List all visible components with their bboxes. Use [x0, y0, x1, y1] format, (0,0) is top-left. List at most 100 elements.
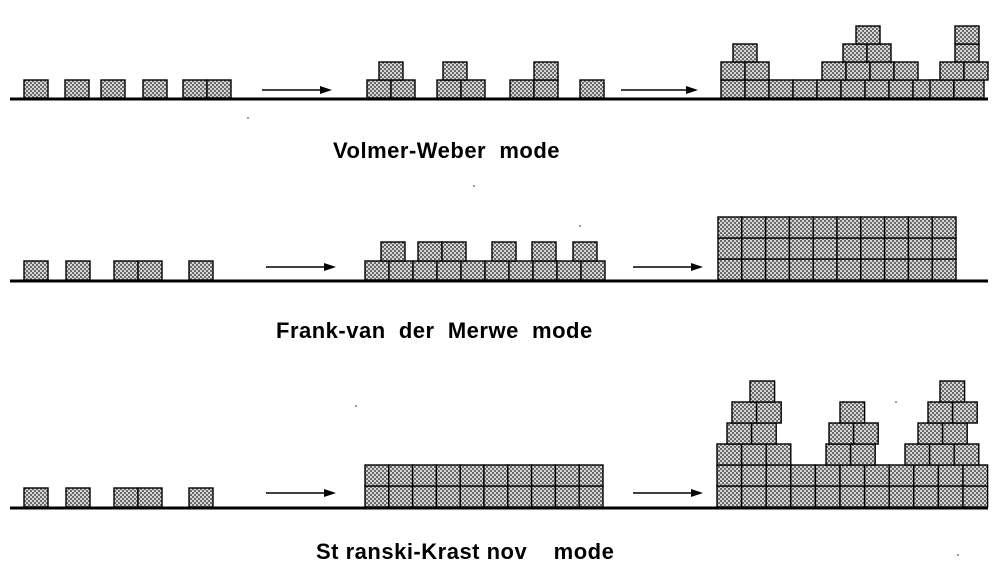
atom-block — [206, 79, 232, 99]
atom-block — [740, 443, 767, 466]
mode-label-stranski-krastanov: St ranski-Krast nov mode — [316, 539, 614, 564]
atom-block — [765, 485, 792, 508]
stage-1-adatoms — [23, 260, 214, 281]
atom-block — [842, 43, 868, 63]
atom-block — [812, 237, 838, 260]
atom-block — [741, 258, 767, 281]
atom-block — [380, 241, 406, 262]
atom-block — [388, 464, 414, 487]
atom-block — [907, 216, 933, 239]
atom-block — [939, 61, 965, 81]
atom-block — [716, 485, 743, 508]
atom-block — [788, 258, 814, 281]
atom-block — [962, 464, 989, 487]
stage-2-monolayer — [364, 241, 606, 281]
atom-block — [939, 380, 966, 403]
mode-label-frank-van-der-merwe: Frank-van der Merwe mode — [276, 318, 593, 343]
atom-block — [572, 241, 598, 262]
atom-block — [937, 485, 964, 508]
atom-block — [864, 79, 890, 99]
atom-block — [917, 422, 944, 445]
atom-block — [962, 485, 989, 508]
atom-block — [954, 43, 980, 63]
atom-block — [937, 464, 964, 487]
atom-block — [788, 237, 814, 260]
atom-block — [765, 443, 792, 466]
atom-block — [509, 79, 535, 99]
atom-block — [137, 487, 163, 508]
atom-block — [436, 79, 462, 99]
atom-block — [860, 237, 886, 260]
atom-block — [744, 61, 770, 81]
atom-block — [378, 61, 404, 81]
atom-block — [366, 79, 392, 99]
stranski-krastanov-row: St ranski-Krast nov mode — [10, 380, 989, 564]
stage-3-layers — [717, 216, 957, 281]
arrow — [633, 489, 703, 497]
atom-block — [65, 487, 91, 508]
atom-block — [717, 258, 743, 281]
atom-block — [100, 79, 126, 99]
atom-block — [836, 237, 862, 260]
atom-block — [23, 487, 49, 508]
atom-block — [142, 79, 168, 99]
atom-block — [904, 443, 931, 466]
arrow — [621, 86, 698, 94]
atom-block — [435, 464, 461, 487]
atom-block — [744, 79, 770, 99]
atom-block — [845, 61, 871, 81]
atom-block — [849, 443, 876, 466]
atom-block — [953, 443, 980, 466]
atom-block — [883, 216, 910, 239]
atom-block — [484, 260, 510, 281]
atom-block — [717, 237, 743, 260]
atom-block — [441, 241, 467, 262]
atom-block — [954, 25, 980, 45]
atom-block — [530, 485, 557, 508]
arrow — [262, 86, 332, 94]
atom-block — [364, 260, 390, 281]
atom-block — [814, 485, 841, 508]
atom-block — [883, 237, 910, 260]
atom-block — [814, 464, 841, 487]
atom-block — [840, 79, 866, 99]
atom-block — [764, 237, 791, 260]
frank-van-der-merwe-row: Frank-van der Merwe mode — [10, 216, 988, 343]
atom-block — [720, 61, 746, 81]
atom-block — [888, 464, 915, 487]
atom-block — [459, 485, 485, 508]
atom-block — [530, 464, 557, 487]
volmer-weber-row: Volmer-Weber mode — [10, 25, 989, 163]
atom-block — [888, 79, 914, 99]
atom-block — [929, 79, 955, 99]
atom-block — [953, 79, 985, 99]
stage-1-adatoms — [23, 79, 232, 99]
atom-block — [863, 485, 890, 508]
atom-block — [860, 216, 886, 239]
atom-block — [836, 216, 862, 239]
atom-block — [507, 485, 533, 508]
atom-block — [533, 61, 559, 81]
atom-block — [931, 216, 957, 239]
atom-block — [578, 464, 604, 487]
atom-block — [182, 79, 208, 99]
atom-block — [390, 79, 416, 99]
atom-block — [556, 260, 582, 281]
atom-block — [364, 485, 390, 508]
atom-block — [731, 401, 758, 424]
atom-block — [893, 61, 919, 81]
atom-block — [907, 258, 933, 281]
mode-label-volmer-weber: Volmer-Weber mode — [333, 138, 560, 163]
atom-block — [764, 216, 791, 239]
atom-block — [750, 422, 777, 445]
atom-block — [388, 485, 414, 508]
stage-2-islands — [366, 61, 605, 99]
atom-block — [828, 422, 855, 445]
atom-block — [483, 485, 509, 508]
atom-block — [764, 258, 791, 281]
atom-block — [388, 260, 414, 281]
atom-block — [436, 260, 462, 281]
atom-block — [741, 237, 767, 260]
atom-block — [531, 241, 557, 262]
